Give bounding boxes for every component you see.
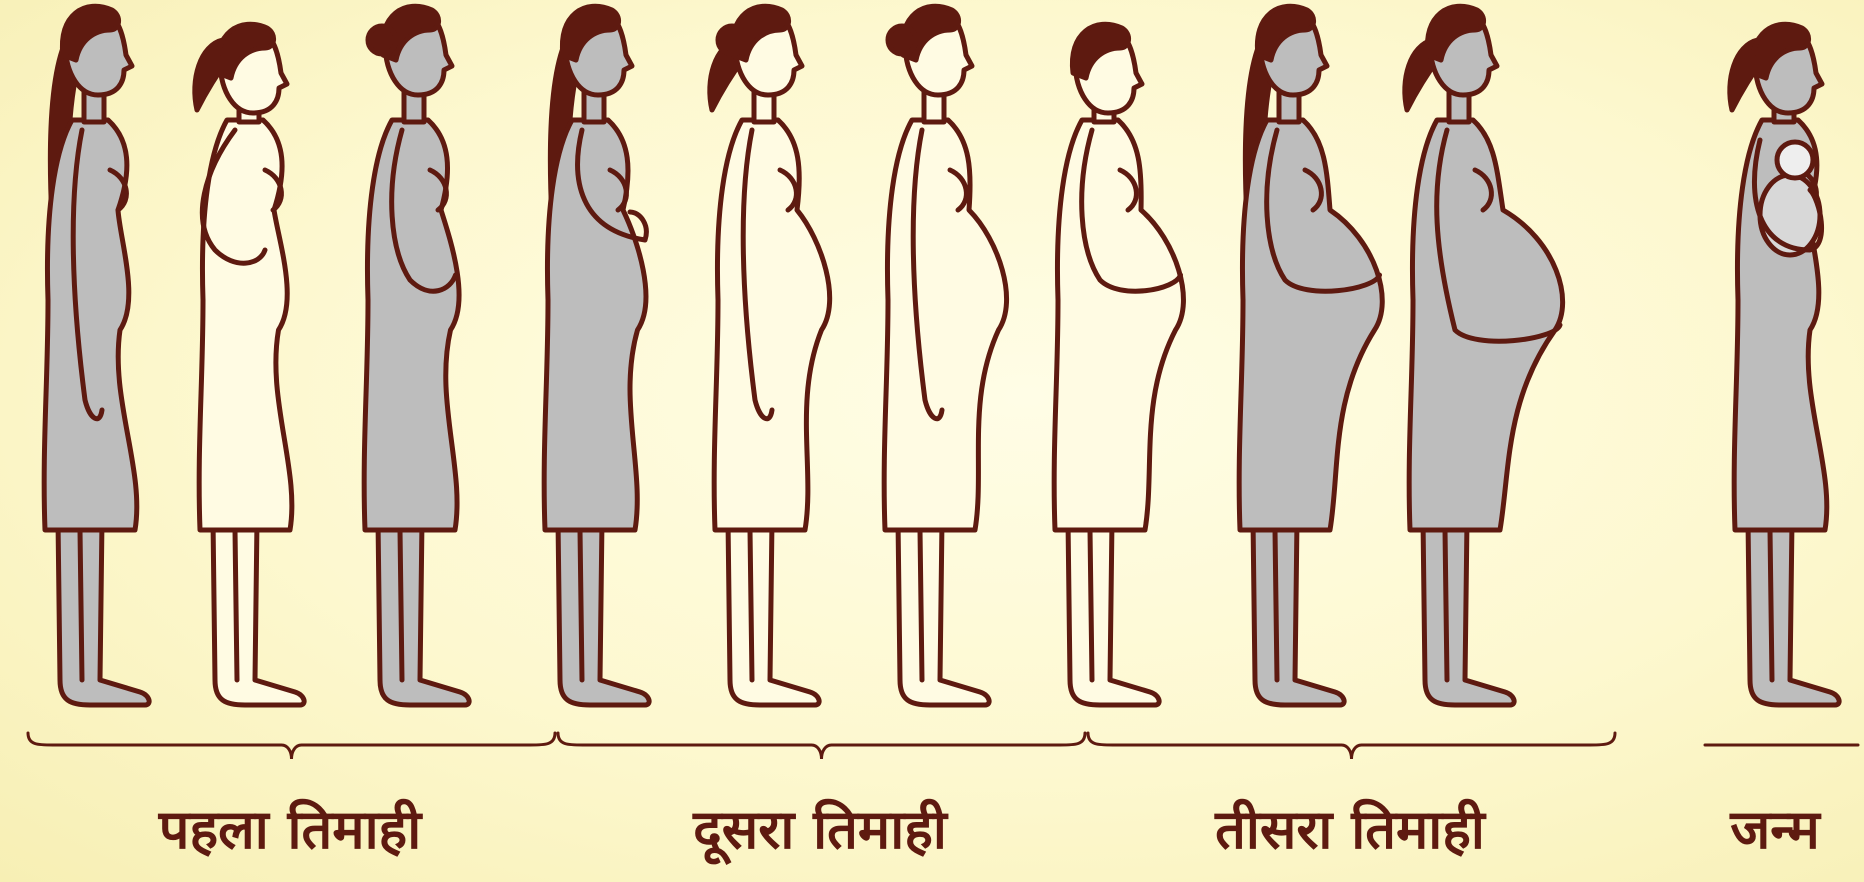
legs <box>1253 520 1344 705</box>
figure-woman-3 <box>364 6 469 705</box>
legs <box>728 520 819 705</box>
baby-icon <box>1760 175 1820 255</box>
body <box>1239 120 1382 530</box>
leg-line <box>1445 530 1447 680</box>
leg-line <box>750 530 752 680</box>
hair-bun <box>368 26 396 54</box>
figure-woman-5 <box>710 6 830 705</box>
leg-line <box>920 530 922 680</box>
label-third-trimester: तीसरा तिमाही <box>1140 790 1560 870</box>
hair-bun <box>718 26 746 54</box>
label-second-trimester: दूसरा तिमाही <box>610 790 1030 870</box>
legs <box>1068 520 1159 705</box>
hair-bun <box>888 26 916 54</box>
legs <box>1423 520 1514 705</box>
bracket-third-trimester <box>1088 733 1615 759</box>
leg-line <box>580 530 582 680</box>
baby-head-icon <box>1777 142 1813 178</box>
figure-woman-4 <box>544 6 649 705</box>
legs <box>898 520 989 705</box>
body <box>1054 120 1183 530</box>
leg-line <box>1275 530 1277 680</box>
body <box>884 120 1006 530</box>
label-birth: जन्म <box>1690 790 1860 870</box>
bracket-first-trimester <box>28 733 555 759</box>
legs <box>1748 520 1839 705</box>
legs <box>213 520 304 705</box>
leg-line <box>80 530 82 680</box>
legs <box>558 520 649 705</box>
body <box>544 120 646 530</box>
leg-line <box>235 530 237 680</box>
figure-woman-1 <box>44 6 149 705</box>
figure-woman-7 <box>1054 24 1183 705</box>
leg-line <box>1090 530 1092 680</box>
legs <box>58 520 149 705</box>
body <box>714 120 830 530</box>
figure-woman-9 <box>1405 6 1563 705</box>
leg-line <box>1770 530 1772 680</box>
figure-woman-2 <box>195 24 304 705</box>
label-first-trimester: पहला तिमाही <box>80 790 500 870</box>
figure-woman-8 <box>1239 6 1382 705</box>
bracket-second-trimester <box>558 733 1085 759</box>
figure-mother-with-baby <box>1730 24 1839 705</box>
leg-line <box>400 530 402 680</box>
figure-woman-6 <box>884 6 1006 705</box>
legs <box>378 520 469 705</box>
